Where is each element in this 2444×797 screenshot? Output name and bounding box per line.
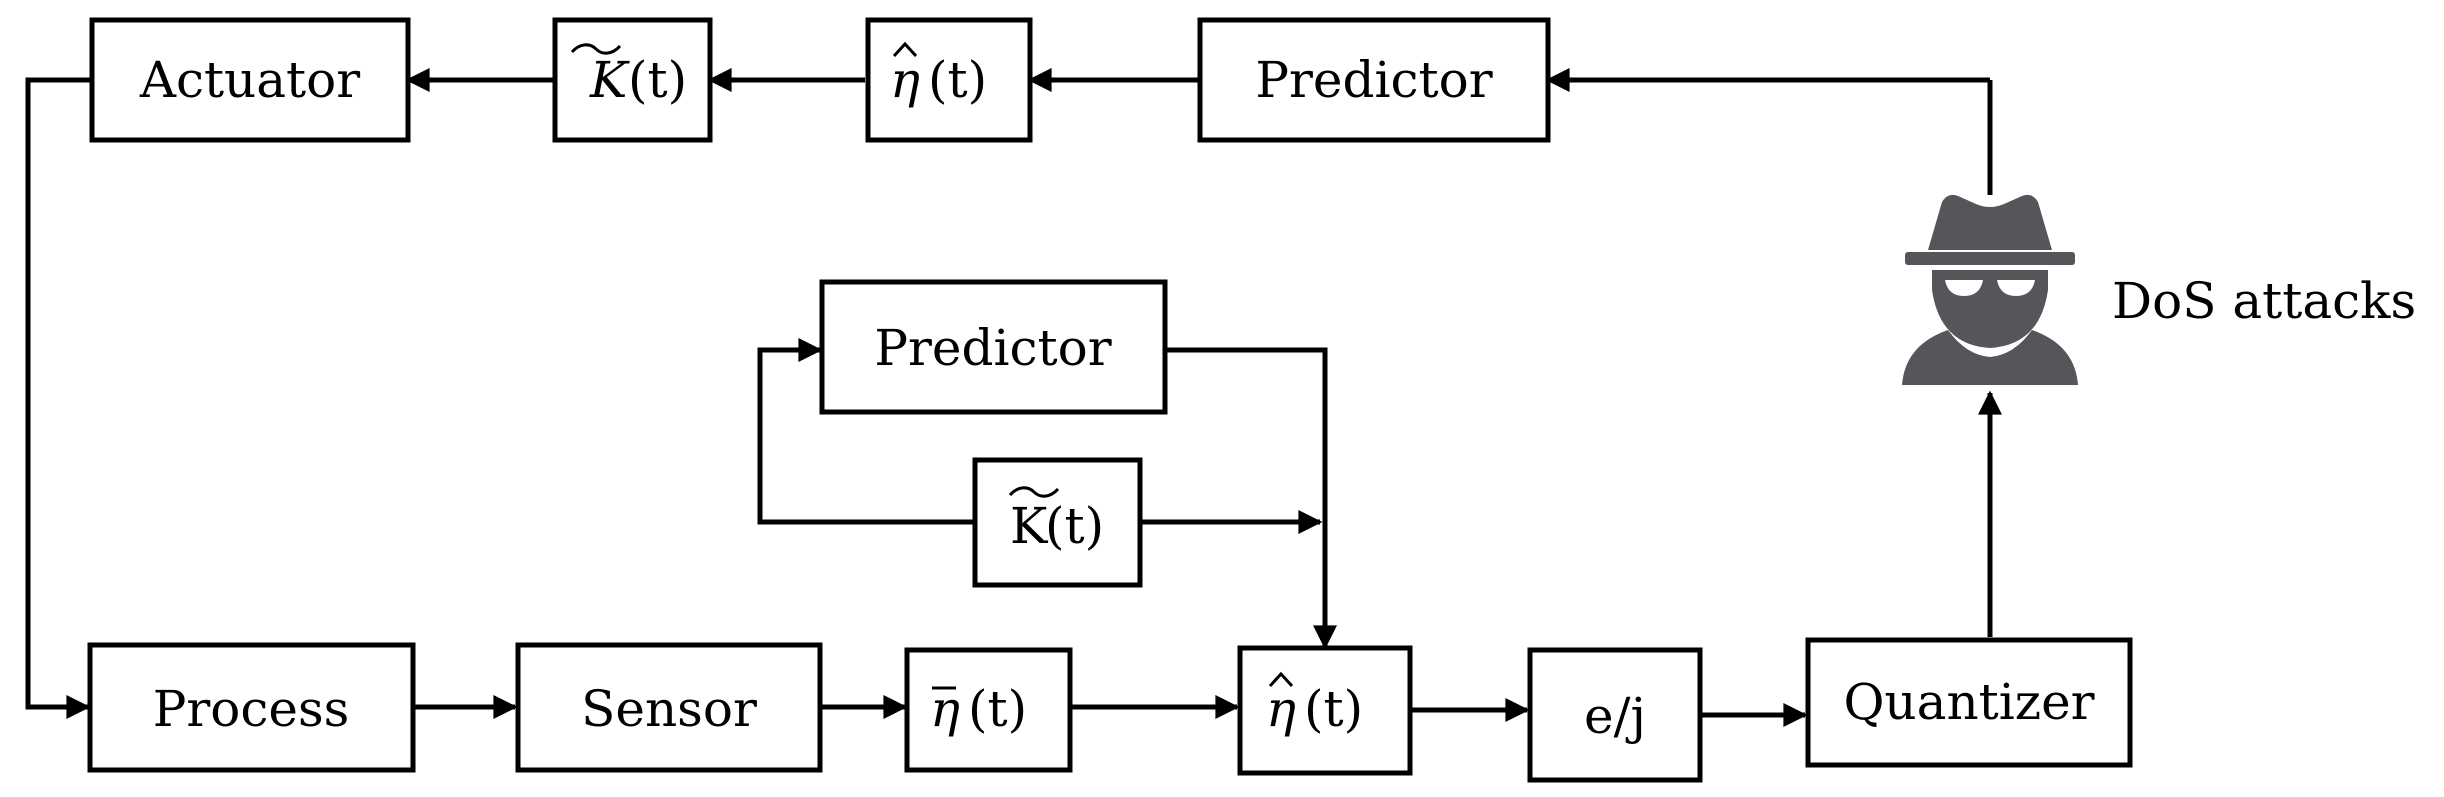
arrow-k-mid-loop-to-predictor (757, 338, 975, 525)
eta-bar-symbol: η (930, 680, 960, 738)
k-tilde-mid-symbol: K (1010, 497, 1049, 555)
predictor-mid-block: Predictor (819, 279, 1168, 415)
event-trigger-label: e/j (1584, 687, 1646, 745)
eta-hat-top-symbol: η (890, 51, 920, 109)
eta-hat-top-arg: (t) (928, 51, 987, 109)
connection-wires (25, 68, 2002, 727)
process-label: Process (153, 680, 350, 738)
actuator-label: Actuator (139, 51, 360, 109)
predictor-top-block: Predictor (1197, 17, 1551, 143)
k-tilde-top-block: K (t) (552, 17, 713, 143)
quantizer-label: Quantizer (1843, 673, 2094, 731)
tilde-accent-icon (1008, 486, 1060, 498)
event-trigger-block: e/j (1527, 647, 1703, 783)
k-tilde-top-arg: (t) (628, 51, 687, 109)
eta-bar-block: η (t) (904, 647, 1073, 773)
k-tilde-mid-block: K (t) (972, 457, 1143, 588)
eta-hat-bottom-block: η (t) (1237, 645, 1413, 776)
arrow-actuator-to-process (25, 77, 92, 719)
arrow-predictor-mid-to-eta-hat (1165, 347, 1337, 650)
hacker-spy-icon (1902, 194, 2078, 385)
hat-accent-icon (892, 41, 918, 58)
process-block: Process (87, 642, 416, 773)
eta-hat-bottom-arg: (t) (1304, 680, 1363, 738)
sensor-block: Sensor (515, 642, 823, 773)
sensor-label: Sensor (581, 680, 757, 738)
actuator-block: Actuator (89, 17, 411, 143)
eta-bar-arg: (t) (968, 680, 1027, 738)
dos-attacks-label: DoS attacks (2112, 272, 2416, 330)
quantizer-block: Quantizer (1805, 637, 2133, 768)
k-tilde-top-symbol: K (589, 51, 630, 109)
hat-accent-icon (1268, 671, 1294, 688)
eta-hat-bottom-symbol: η (1266, 680, 1296, 738)
eta-hat-top-block: η (t) (865, 17, 1033, 143)
predictor-mid-label: Predictor (874, 319, 1111, 377)
tilde-accent-icon (570, 43, 622, 55)
predictor-top-label: Predictor (1255, 51, 1492, 109)
k-tilde-mid-arg: (t) (1045, 497, 1104, 555)
